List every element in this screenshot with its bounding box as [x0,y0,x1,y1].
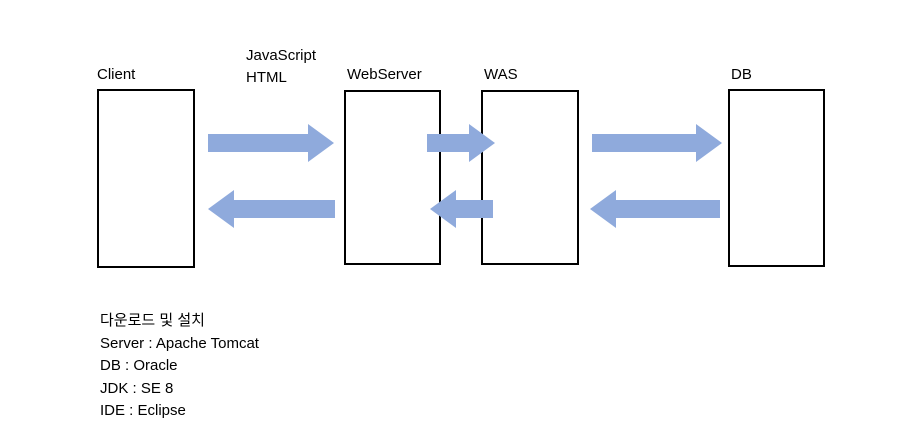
arrow-webserver-to-client-icon [208,190,335,228]
arrow-client-to-webserver-icon [208,124,334,162]
notes-title: 다운로드 및 설치 [100,312,205,329]
notes-line-server: Server : Apache Tomcat [100,334,259,352]
arrow-webserver-to-was-icon [427,124,495,162]
client-box-label: Client [97,66,136,83]
client-box [97,89,195,268]
notes-line-ide: IDE : Eclipse [100,402,186,419]
notes-line-db: DB : Oracle [100,357,178,374]
db-box-label: DB [731,66,752,83]
arrow-db-to-was-icon [590,190,720,228]
db-box [728,89,825,267]
was-box [481,90,579,265]
arrow-annotation-line2: HTML [246,69,287,86]
notes-line-jdk: JDK : SE 8 [100,379,174,397]
was-box-label: WAS [484,66,518,83]
arrow-was-to-webserver-icon [430,190,493,228]
webserver-box-label: WebServer [347,66,422,83]
notes-block: 다운로드 및 설치 Server : Apache Tomcat DB : Or… [100,310,259,423]
webserver-box [344,90,441,265]
arrow-was-to-db-icon [592,124,722,162]
arrow-annotation: JavaScript HTML [246,45,316,89]
arrow-annotation-line1: JavaScript [246,47,317,64]
